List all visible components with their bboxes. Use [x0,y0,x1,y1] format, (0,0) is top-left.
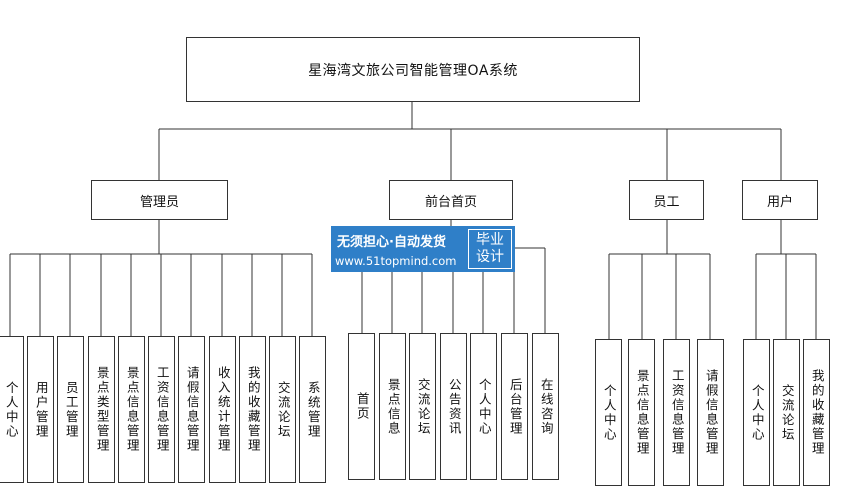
leaf-node: 工资信息管理 [148,336,175,483]
leaf-label: 个人中心 [601,383,617,442]
leaf-label: 景点信息管理 [634,369,650,456]
leaf-label: 工资信息管理 [154,366,170,453]
watermark-overlay: 无须担心·自动发货 www.51topmind.com 毕业 设计 [331,226,515,272]
leaf-node: 在线咨询 [532,333,559,480]
group-node-frontpage: 前台首页 [389,180,513,220]
leaf-node: 系统管理 [299,336,326,483]
leaf-label: 个人中心 [476,377,492,436]
watermark-badge-line1: 毕业 [476,232,504,248]
group-node-admin: 管理员 [91,180,228,220]
group-label: 管理员 [139,194,179,210]
watermark-badge-line2: 设计 [476,249,504,265]
leaf-node: 员工管理 [57,336,84,483]
leaf-label: 收入统计管理 [215,366,231,453]
leaf-node: 交流论坛 [269,336,296,483]
root-label: 星海湾文旅公司智能管理OA系统 [308,62,518,79]
leaf-label: 工资信息管理 [669,369,685,456]
watermark-badge: 毕业 设计 [468,229,512,269]
leaf-node: 交流论坛 [409,333,436,480]
group-label: 用户 [766,194,793,210]
leaf-label: 交流论坛 [779,383,795,442]
leaf-label: 景点信息 [385,377,401,436]
leaf-node: 收入统计管理 [209,336,236,483]
leaf-node: 公告资讯 [440,333,467,480]
leaf-node: 我的收藏管理 [239,336,266,483]
leaf-node: 景点信息管理 [118,336,145,483]
leaf-label: 用户管理 [33,380,49,439]
leaf-node: 用户管理 [27,336,54,483]
leaf-node: 景点信息 [379,333,406,480]
group-node-user: 用户 [742,180,818,220]
watermark-url: www.51topmind.com [335,254,457,268]
group-node-employee: 员工 [629,180,704,220]
leaf-label: 后台管理 [507,377,523,436]
leaf-label: 我的收藏管理 [809,369,825,456]
leaf-node: 景点类型管理 [88,336,115,483]
leaf-node: 个人中心 [595,339,622,486]
leaf-node: 个人中心 [743,339,770,486]
leaf-node: 工资信息管理 [663,339,690,486]
leaf-node: 我的收藏管理 [803,339,830,486]
leaf-label: 我的收藏管理 [245,366,261,453]
group-label: 前台首页 [424,194,477,210]
leaf-node: 景点信息管理 [628,339,655,486]
leaf-node: 请假信息管理 [178,336,205,483]
leaf-label: 在线咨询 [538,377,554,436]
leaf-node: 请假信息管理 [697,339,724,486]
root-node: 星海湾文旅公司智能管理OA系统 [186,37,640,102]
leaf-label: 系统管理 [305,380,321,439]
leaf-label: 公告资讯 [446,377,462,436]
watermark-slogan: 无须担心·自动发货 [337,235,446,250]
leaf-label: 景点类型管理 [94,366,110,453]
leaf-label: 交流论坛 [275,380,291,439]
leaf-node: 个人中心 [470,333,497,480]
leaf-node: 个人中心 [0,336,24,483]
leaf-node: 首页 [348,333,375,480]
leaf-node: 交流论坛 [773,339,800,486]
leaf-label: 交流论坛 [415,377,431,436]
leaf-label: 个人中心 [3,380,19,439]
leaf-node: 后台管理 [501,333,528,480]
leaf-label: 员工管理 [63,380,79,439]
group-label: 员工 [653,194,680,210]
leaf-label: 请假信息管理 [184,366,200,453]
leaf-label: 景点信息管理 [124,366,140,453]
leaf-label: 请假信息管理 [703,369,719,456]
leaf-label: 个人中心 [749,383,765,442]
leaf-label: 首页 [354,392,370,421]
